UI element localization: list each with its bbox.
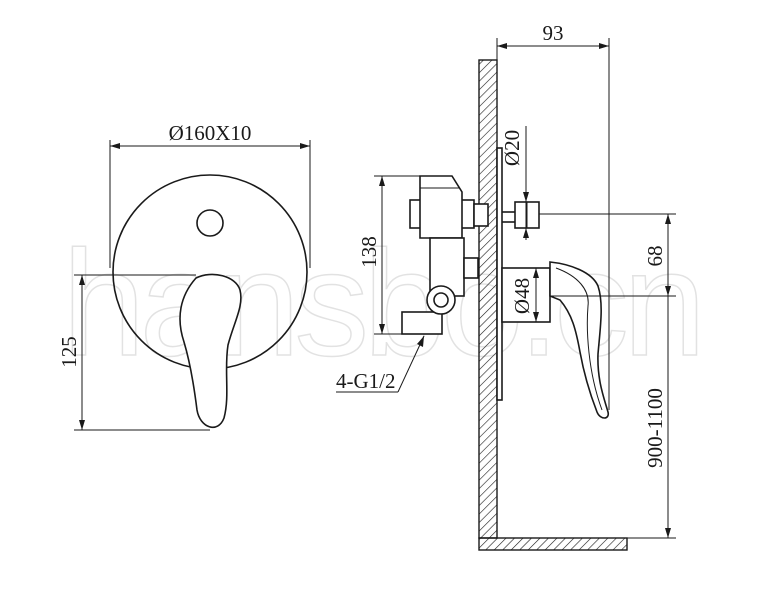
front-view: Ø160X10 125 [57,121,311,431]
dim-faceplate-diameter: Ø160X10 [169,121,252,145]
diverter-knob [196,209,224,237]
leader-line [397,335,425,393]
valve-stem-collar [473,203,489,227]
arrow-icon [79,275,85,285]
valve-bottom-block [401,311,443,335]
lever-handle-side [549,261,610,419]
arrow-icon [379,324,385,334]
arrow-icon [497,43,507,49]
arrow-icon [110,143,120,149]
lever-contour [555,267,603,411]
valve-side-port [463,257,479,279]
dim-install-height: 900-1100 [643,388,667,468]
lever-handle [179,273,242,429]
arrow-icon [665,286,671,296]
arrow-icon [79,420,85,430]
dim-outlet-offset: 68 [643,246,667,267]
arrow-icon [379,176,385,186]
arrow-icon [523,228,529,238]
valve-cartridge-housing [419,175,463,239]
arrow-icon [533,268,539,278]
side-view: 93 Ø20 Ø48 138 4-G1/2 68 900-1 [336,21,676,551]
arrow-icon [665,214,671,224]
dim-handle-height: 125 [57,336,81,368]
dim-thread-spec: 4-G1/2 [336,369,396,393]
arrow-icon [665,528,671,538]
dim-depth: 93 [543,21,564,45]
arrow-icon [417,336,424,347]
dim-spindle-diameter: Ø20 [500,130,524,166]
watermark: hansbo.cn [62,219,700,387]
escutcheon-side [501,267,551,323]
arrow-icon [523,192,529,202]
dim-body-height: 138 [357,236,381,268]
arrow-icon [599,43,609,49]
inlet-port-inner [433,292,449,308]
wall-section [478,59,498,539]
arrow-icon [533,312,539,322]
floor-section [478,537,628,551]
arrow-icon [300,143,310,149]
dim-escutcheon-diameter: Ø48 [510,278,534,314]
